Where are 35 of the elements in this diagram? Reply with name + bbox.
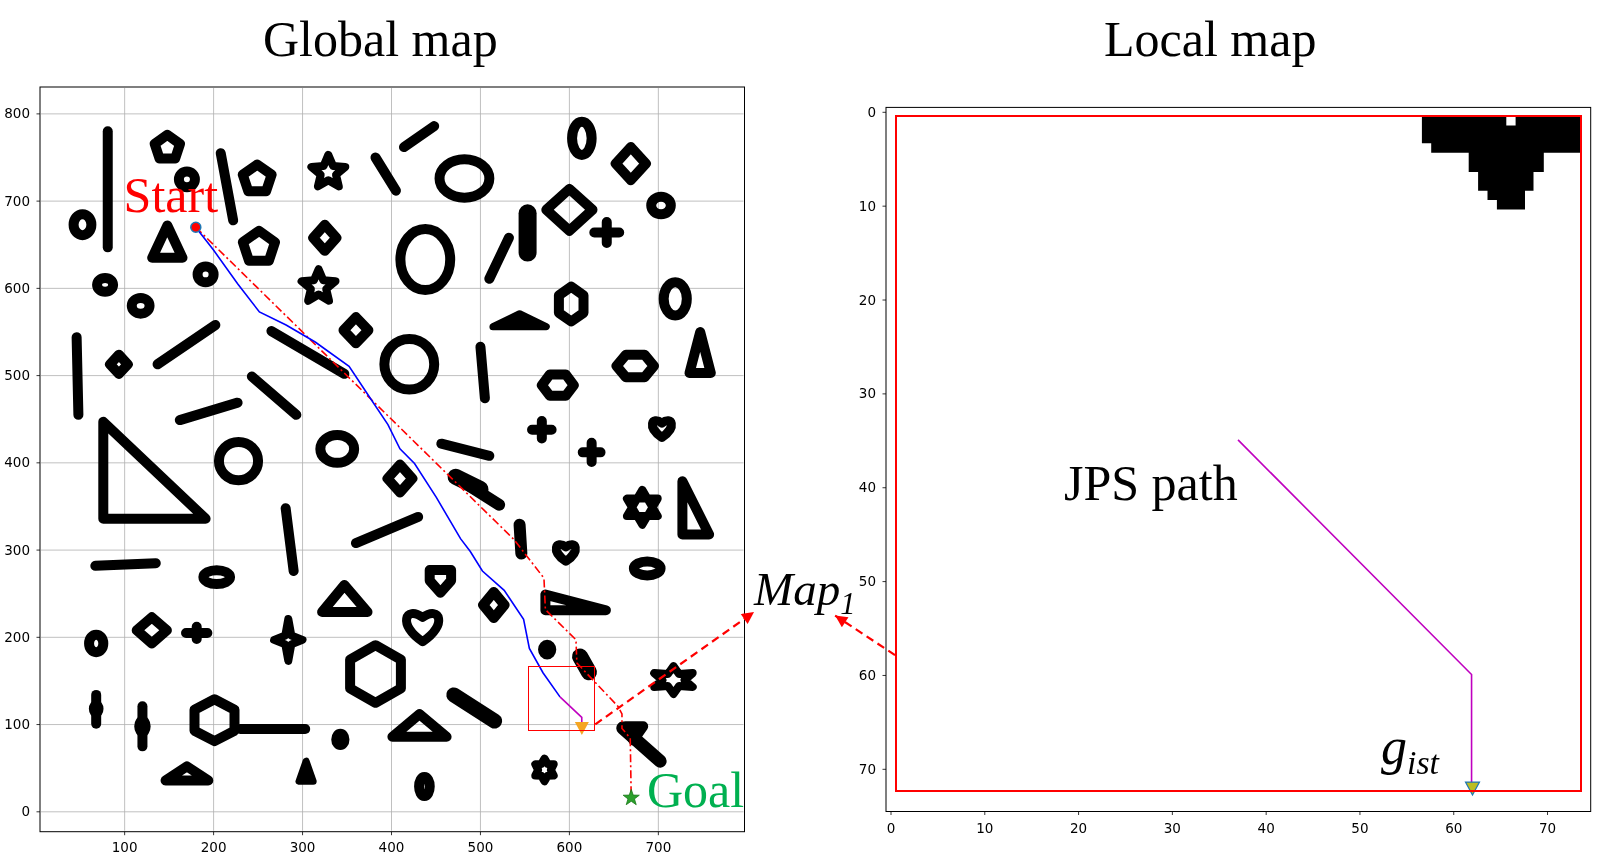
axis-tick-label: 50 <box>1351 822 1369 836</box>
axis-tick-label: 200 <box>4 630 30 645</box>
axis-tick-label: 600 <box>556 841 583 855</box>
axis-tick-label: 70 <box>1538 822 1557 836</box>
axis-tick-label: 600 <box>4 281 30 296</box>
axis-tick-label: 20 <box>858 293 876 307</box>
axis-tick-label: 60 <box>858 668 876 683</box>
axis-tick-label: 300 <box>289 841 316 855</box>
axis-tick-label: 400 <box>378 841 405 855</box>
axis-tick-label: 100 <box>111 841 138 855</box>
axis-tick-label: 30 <box>858 387 876 401</box>
axis-tick-label: 20 <box>1070 822 1088 836</box>
axis-tick-label: 10 <box>976 822 994 836</box>
axis-tick-label: 700 <box>4 194 30 209</box>
axis-tick-label: 60 <box>1445 822 1463 836</box>
axis-tick-label: 50 <box>858 575 876 589</box>
axis-tick-label: 400 <box>4 456 30 470</box>
axis-tick-label: 30 <box>1163 822 1181 836</box>
axis-tick-label: 300 <box>4 543 30 558</box>
axis-tick-label: 100 <box>4 718 30 732</box>
dashed-arrow <box>834 614 896 656</box>
axis-tick-label: 40 <box>1257 822 1275 836</box>
axis-tick-label: 70 <box>858 762 876 777</box>
axis-tick-label: 10 <box>858 199 876 214</box>
axis-tick-label: 0 <box>867 105 876 120</box>
axis-tick-label: 0 <box>21 805 30 819</box>
axis-tick-label: 40 <box>858 481 876 495</box>
goal-point-label: g$_{ist}$ <box>1381 721 1439 781</box>
axis-tick-label: 200 <box>200 841 227 855</box>
map-label: Map$_{1}$ <box>754 565 856 616</box>
axis-tick-label: 800 <box>4 107 30 121</box>
axis-tick-label: 0 <box>886 822 896 836</box>
axis-tick-label: 500 <box>467 841 494 855</box>
axis-tick-label: 500 <box>4 369 30 383</box>
axis-tick-label: 700 <box>645 841 672 855</box>
